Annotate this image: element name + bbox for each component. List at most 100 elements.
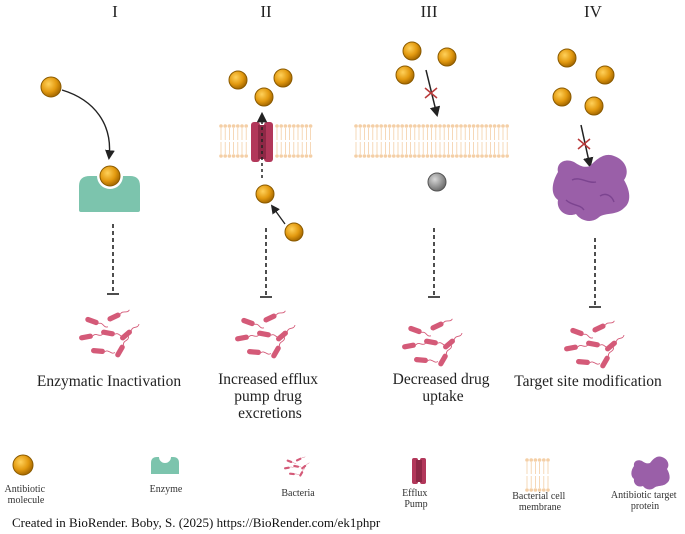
lipid-head: [404, 154, 409, 158]
lipid-head: [442, 154, 447, 158]
lipid-head: [231, 124, 236, 128]
legend-antibiotic-line-1: Antibiotic: [4, 484, 45, 495]
lipid-head: [421, 124, 426, 128]
lipid-head: [292, 154, 296, 158]
lipid-head: [371, 124, 375, 128]
lipid-head: [442, 124, 447, 128]
lipid-head: [529, 488, 533, 492]
legend-bacteria-line-1: Bacteria: [281, 488, 315, 499]
bacteria-cluster-3: [402, 318, 463, 367]
bacterium: [276, 324, 296, 342]
lipid-head: [446, 154, 451, 158]
lipid-head: [292, 124, 296, 128]
bacterium: [247, 349, 272, 355]
panel-2-caption-line-1: Increased efflux: [218, 371, 318, 388]
bacterium: [605, 334, 625, 352]
bacterium: [402, 342, 427, 350]
bacterium: [263, 310, 286, 323]
lipid-head: [375, 154, 379, 158]
lipid-head: [533, 458, 538, 462]
bacterium: [570, 327, 594, 339]
antibiotic-molecule-icon: [437, 47, 457, 67]
lipid-head: [434, 154, 438, 158]
lipid-head: [223, 154, 227, 158]
legend-target-protein-icon: [631, 456, 670, 490]
panel-4-caption-line-1: Target site modification: [514, 373, 662, 390]
lipid-head: [546, 458, 550, 462]
legend-membrane-line-2: membrane: [519, 502, 562, 513]
lipid-head: [438, 154, 442, 158]
lipid-head: [275, 124, 279, 128]
lipid-head: [283, 124, 288, 128]
legend-efflux-pump-line-1: Efflux: [402, 488, 427, 499]
panel-3-caption-line-2: uptake: [422, 388, 463, 405]
lipid-head: [455, 154, 459, 158]
lipid-head: [525, 458, 529, 462]
legend-enzyme-line-1: Enzyme: [150, 484, 183, 495]
lipid-head: [417, 124, 421, 128]
antibiotic-molecule-icon: [40, 76, 62, 98]
lipid-head: [366, 124, 371, 128]
lipid-head: [308, 124, 313, 128]
lipid-head: [505, 154, 510, 158]
lipid-head: [525, 488, 529, 492]
lipid-head: [387, 124, 392, 128]
bacterium: [241, 317, 265, 329]
lipid-head: [396, 124, 400, 128]
lipid-head: [396, 154, 400, 158]
lipid-head: [236, 124, 240, 128]
panel-2-caption: Increased efflux pump drug excretions: [218, 371, 322, 422]
legend-bacteria-label: Bacteria: [281, 488, 315, 499]
lipid-head: [413, 124, 417, 128]
bacterium: [271, 337, 285, 359]
legend-target-protein-line-2: protein: [631, 501, 659, 512]
lipid-head: [529, 458, 533, 462]
panel-3-illustration: [354, 41, 510, 298]
lipid-head: [471, 124, 476, 128]
legend-efflux-pump-label: Efflux Pump: [402, 488, 430, 510]
legend-antibiotic-line-2: molecule: [8, 495, 45, 506]
lipid-head: [421, 154, 426, 158]
lipid-head: [450, 154, 455, 158]
lipid-head: [476, 154, 480, 158]
panel-3-numeral: III: [421, 2, 438, 21]
lipid-head: [459, 124, 463, 128]
lipid-head: [358, 124, 363, 128]
bacterium: [301, 462, 310, 470]
legend: Antibiotic molecule Enzyme Bacteria Effl…: [4, 454, 677, 513]
panel-2-illustration: [219, 68, 313, 298]
antibiotic-molecule-icon: [584, 96, 604, 116]
bacterium: [107, 309, 130, 322]
lipid-head: [425, 124, 430, 128]
lipid-head: [488, 154, 493, 158]
lipid-head: [546, 488, 550, 492]
lipid-head: [287, 154, 292, 158]
antibiotic-molecule-icon: [99, 165, 121, 187]
lipid-head: [283, 154, 288, 158]
lipid-head: [450, 124, 455, 128]
lipid-head: [408, 154, 413, 158]
lipid-head: [446, 124, 451, 128]
antibiotic-molecule-icon: [395, 65, 415, 85]
lipid-head: [279, 154, 284, 158]
lipid-head: [354, 154, 358, 158]
lipid-head: [231, 154, 236, 158]
lipid-head: [275, 154, 279, 158]
lipid-head: [400, 124, 405, 128]
lipid-head: [362, 124, 367, 128]
panel-4-numeral: IV: [584, 2, 603, 21]
panel-3-caption-line-1: Decreased drug: [393, 371, 490, 388]
antibiotic-molecule-icon: [595, 65, 615, 85]
lipid-head: [459, 154, 463, 158]
lipid-head: [366, 154, 371, 158]
lipid-head: [404, 124, 409, 128]
bacterium: [408, 325, 432, 337]
bacterium: [115, 336, 129, 358]
lipid-head: [425, 154, 430, 158]
panel-2-caption-line-3: excretions: [238, 405, 302, 422]
antibiotic-molecule-icon: [557, 48, 577, 68]
lipid-head: [379, 124, 384, 128]
lipid-head: [287, 124, 292, 128]
panel-2-caption-line-2: pump drug: [234, 388, 302, 405]
